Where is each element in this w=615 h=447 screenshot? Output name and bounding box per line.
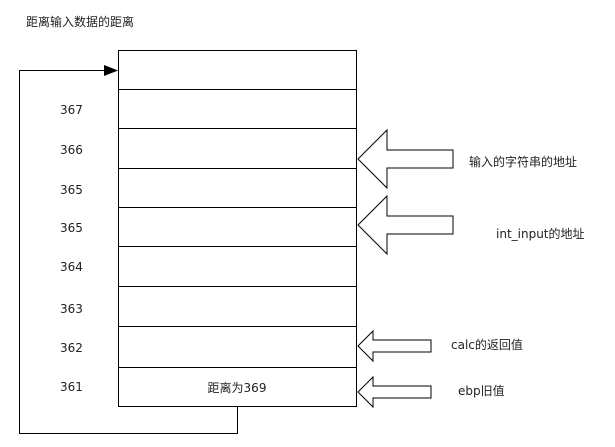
- label-calc-return: calc的返回值: [451, 338, 523, 352]
- stack-cells: [118, 50, 357, 407]
- row-number-361: 361: [60, 380, 83, 394]
- loop-arrowhead: [104, 65, 118, 76]
- row-number-367: 367: [60, 103, 83, 117]
- label-string-address: 输入的字符串的地址: [469, 155, 578, 169]
- row-number-365-b: 365: [60, 221, 83, 235]
- stack-cell-7: [118, 326, 357, 368]
- pointer-arrow-string-address: [357, 128, 454, 190]
- stack-cell-6: [118, 286, 357, 327]
- stack-cell-3: [118, 168, 357, 208]
- row-number-363: 363: [60, 302, 83, 316]
- loop-connector: [19, 70, 238, 434]
- stack-cell-5: [118, 246, 357, 287]
- row-number-365-a: 365: [60, 183, 83, 197]
- stack-cell-2: [118, 128, 357, 169]
- label-int-input-address: int_input的地址: [496, 227, 585, 241]
- diagram-title: 距离输入数据的距离: [26, 15, 135, 29]
- row-number-362: 362: [60, 341, 83, 355]
- pointer-arrow-calc-return: [357, 329, 432, 363]
- stack-cell-4: [118, 207, 357, 247]
- cell-text-distance: 距离为369: [207, 381, 267, 395]
- label-old-ebp: ebp旧值: [458, 384, 505, 398]
- row-number-366: 366: [60, 143, 83, 157]
- pointer-arrow-int-input-address: [357, 194, 454, 256]
- stack-cell-1: [118, 89, 357, 129]
- stack-cell-0: [118, 50, 357, 90]
- row-number-364: 364: [60, 260, 83, 274]
- pointer-arrow-old-ebp: [357, 375, 432, 409]
